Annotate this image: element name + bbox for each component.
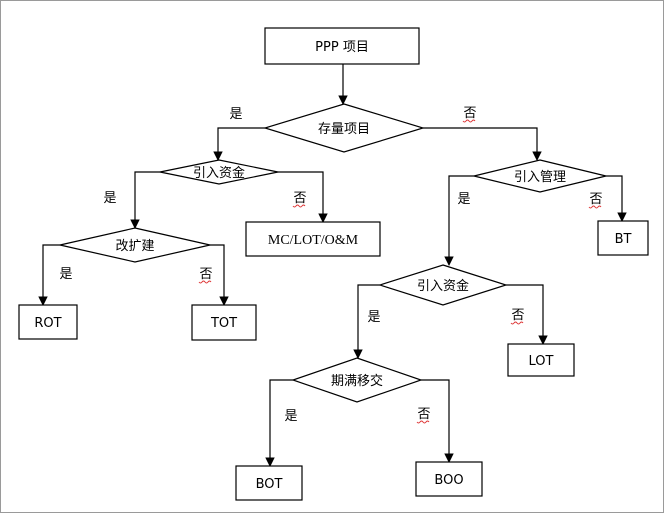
label-yes-intro-funds-right: 是 [367, 310, 380, 325]
edge-intro-management-no [606, 175, 627, 222]
spell-check-squiggle [462, 119, 476, 123]
edge-stock-yes [213, 127, 265, 161]
node-lot: LOT [507, 343, 575, 377]
edge-intro-management-yes [444, 175, 474, 266]
label-no-renovation: 否 [199, 267, 212, 282]
spell-check-squiggle [198, 280, 212, 284]
spell-check-squiggle [510, 321, 524, 325]
label-yes-stock: 是 [229, 107, 242, 122]
edge-renovation-yes [38, 244, 60, 306]
label-no-intro-funds-left: 否 [293, 191, 306, 206]
label-yes-renovation: 是 [59, 267, 72, 282]
edge-expiry-transfer-yes [265, 379, 293, 467]
svg-text:引入管理: 引入管理 [514, 170, 566, 185]
svg-text:BT: BT [615, 232, 632, 247]
svg-text:TOT: TOT [210, 316, 237, 331]
svg-text:PPP 项目: PPP 项目 [315, 40, 369, 55]
edge-intro-funds-left-yes [130, 171, 160, 229]
edge-labels: 是 否 是 否 是 否 是 否 是 否 是 否 [59, 106, 602, 424]
svg-text:引入资金: 引入资金 [417, 278, 469, 294]
decision-intro-funds-left: 引入资金 [159, 159, 279, 185]
svg-text:改扩建: 改扩建 [115, 239, 154, 254]
svg-text:ROT: ROT [34, 316, 61, 331]
edge-expiry-transfer-no [421, 379, 454, 463]
label-yes-expiry-transfer: 是 [284, 409, 297, 424]
label-no-intro-funds-right: 否 [511, 308, 524, 323]
decision-intro-management: 引入管理 [473, 159, 607, 193]
label-no-expiry-transfer: 否 [417, 407, 430, 422]
svg-text:存量项目: 存量项目 [318, 122, 370, 137]
edge-intro-funds-right-yes [353, 284, 380, 359]
node-tot: TOT [191, 304, 257, 341]
decision-stock-project: 存量项目 [262, 103, 426, 153]
decision-expiry-transfer: 期满移交 [291, 357, 423, 403]
spell-check-squiggle [416, 420, 430, 424]
edge-intro-funds-right-no [506, 284, 548, 345]
svg-text:LOT: LOT [529, 354, 554, 369]
label-yes-intro-funds-left: 是 [103, 191, 116, 206]
svg-text:引入资金: 引入资金 [193, 165, 245, 181]
svg-text:BOT: BOT [256, 477, 283, 492]
node-bt: BT [597, 220, 649, 256]
decision-intro-funds-right: 引入资金 [378, 264, 508, 306]
label-yes-intro-management: 是 [457, 192, 470, 207]
node-boo: BOO [415, 461, 483, 497]
edge-renovation-no [210, 244, 229, 306]
svg-text:BOO: BOO [434, 473, 463, 488]
spell-check-squiggle [588, 205, 602, 209]
edges [38, 64, 627, 467]
edge-intro-funds-left-no [278, 171, 328, 223]
label-no-stock: 否 [463, 106, 476, 121]
node-mc-lot-om: MC/LOT/O&M [245, 221, 381, 257]
label-no-intro-management: 否 [589, 192, 602, 207]
decision-renovation: 改扩建 [59, 227, 211, 263]
spell-check-squiggle [292, 204, 306, 208]
node-ppp-project: PPP 项目 [264, 27, 420, 65]
node-bot: BOT [235, 465, 303, 501]
svg-text:MC/LOT/O&M: MC/LOT/O&M [268, 233, 359, 248]
node-rot: ROT [18, 304, 78, 340]
svg-text:期满移交: 期满移交 [331, 373, 383, 389]
edge-stock-no [423, 127, 542, 161]
